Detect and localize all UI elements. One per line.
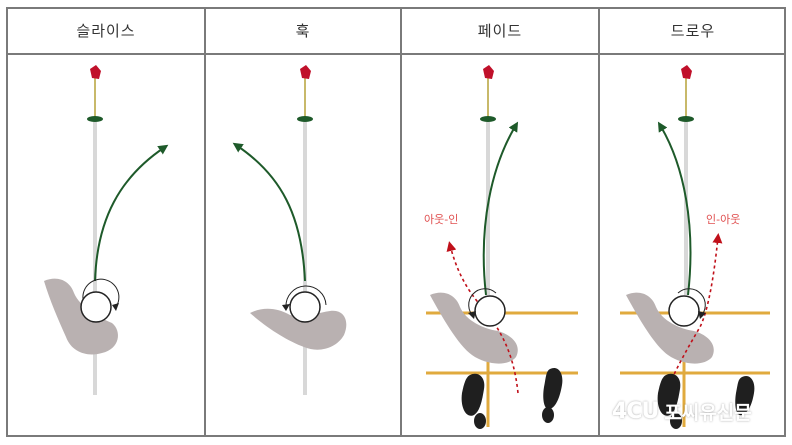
watermark-logo: 4CU (612, 398, 659, 424)
spin-arrow-head (112, 303, 119, 311)
panel-slice (8, 55, 204, 437)
column-divider (400, 9, 402, 435)
spin-arrow (285, 285, 327, 308)
watermark-text: 포씨유신문 (664, 401, 752, 424)
ball-flight-path (482, 121, 519, 296)
golf-ball (474, 295, 506, 327)
column-divider (598, 9, 600, 435)
club-head (250, 308, 347, 350)
golf-ball (80, 291, 112, 323)
club-head (44, 278, 118, 355)
golf-ball (668, 295, 700, 327)
flag-icon (678, 65, 694, 122)
spin-arrow-head (698, 311, 706, 319)
spin-arrow-head (282, 304, 290, 311)
column-title-fade: 페이드 (477, 22, 523, 40)
swing-path-label: 아웃-인 (424, 213, 458, 226)
column-title-hook: 훅 (295, 22, 311, 40)
spin-arrow (468, 288, 497, 318)
column-title-slice: 슬라이스 (76, 22, 136, 40)
ball-flight-path (94, 144, 169, 282)
panel-hook (206, 55, 400, 437)
club-head (430, 292, 518, 364)
footprint-icon (542, 367, 563, 423)
spin-arrow-head (468, 311, 476, 319)
column-title-draw: 드로우 (670, 22, 716, 40)
ball-flight-path (232, 142, 306, 282)
spin-arrow (677, 288, 706, 318)
swing-path-label: 인-아웃 (706, 213, 740, 226)
panel-draw: 인-아웃 (600, 55, 786, 437)
club-head (626, 292, 714, 364)
header-row: 슬라이스 훅 페이드 드로우 (8, 9, 784, 55)
golf-ball (289, 291, 321, 323)
flag-icon (297, 65, 313, 122)
diagram-frame: 슬라이스 훅 페이드 드로우 (6, 7, 786, 437)
spin-arrow (82, 278, 120, 308)
footprint-icon (461, 373, 486, 429)
footprint-icon (657, 373, 682, 429)
flag-icon (87, 65, 103, 122)
footprint-icon (735, 375, 755, 416)
watermark: 4CU 포씨유신문 (612, 397, 752, 425)
column-divider (204, 9, 206, 435)
panel-fade: 아웃-인 (402, 55, 598, 437)
flag-icon (480, 65, 496, 122)
ball-flight-path (657, 121, 692, 296)
